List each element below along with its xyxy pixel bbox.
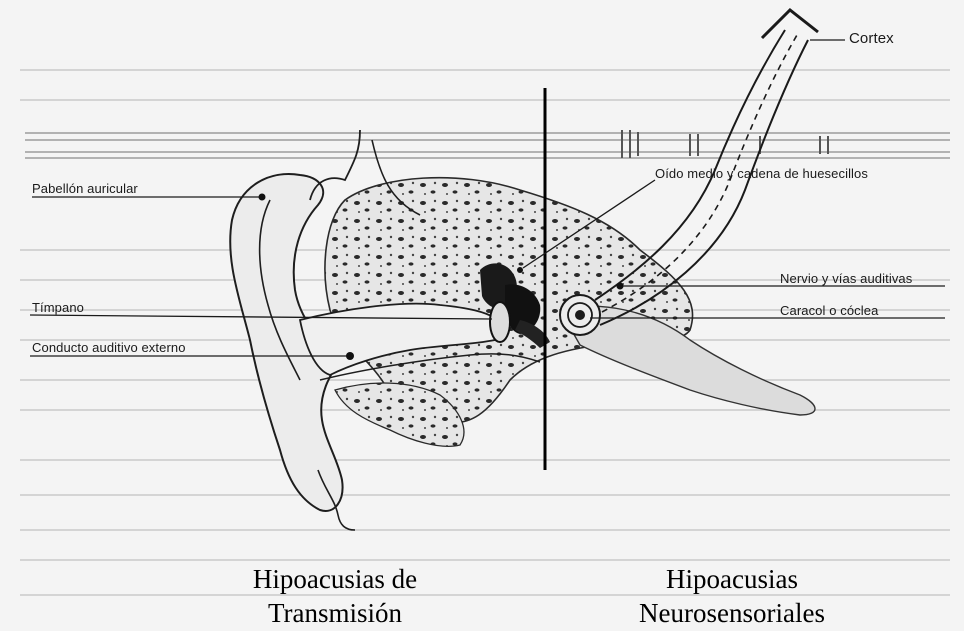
label-caracol-coclea: Caracol o cóclea [780, 303, 878, 318]
caption-neurosensoriales-line2: Neurosensoriales [612, 596, 852, 630]
caption-transmision: Hipoacusias de Transmisión [225, 562, 445, 630]
label-oido-medio: Oído medio y cadena de huesecillos [655, 166, 868, 181]
label-nervio-vias-auditivas: Nervio y vías auditivas [780, 271, 912, 286]
cortex-bracket [762, 10, 818, 38]
caption-neurosensoriales-line1: Hipoacusias [612, 562, 852, 596]
horizontal-band [25, 133, 950, 158]
caption-transmision-line1: Hipoacusias de [225, 562, 445, 596]
label-conducto-auditivo: Conducto auditivo externo [32, 340, 186, 355]
label-cortex: Cortex [849, 30, 894, 47]
label-pabellon-auricular: Pabellón auricular [32, 181, 138, 196]
cochlea [560, 295, 600, 335]
label-timpano: Tímpano [32, 300, 84, 315]
caption-transmision-line2: Transmisión [225, 596, 445, 630]
caption-neurosensoriales: Hipoacusias Neurosensoriales [612, 562, 852, 630]
